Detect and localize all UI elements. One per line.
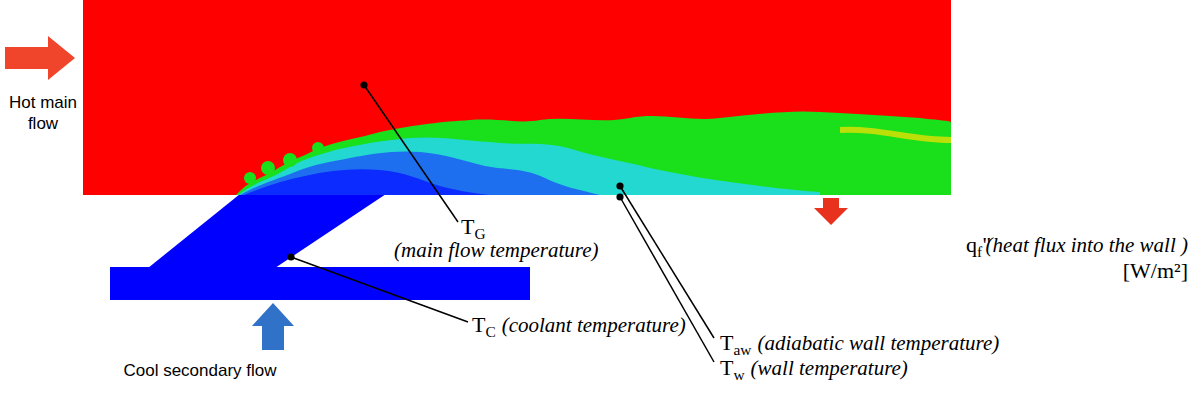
description: (heat flux into the wall )	[986, 233, 1188, 258]
flow-name: Hot main flow	[0, 92, 86, 135]
hot-region	[83, 0, 951, 195]
symbol: Tw	[720, 355, 745, 384]
mixing-layer	[238, 137, 820, 195]
coolant-core	[240, 151, 600, 195]
coolant-plenum	[110, 267, 530, 300]
flow-name: Cool secondary flow	[100, 360, 300, 381]
symbol: TC	[472, 312, 496, 341]
heat-flux-arrow	[814, 198, 848, 225]
description: (adiabatic wall temperature)	[757, 331, 999, 356]
coolant-core	[244, 169, 490, 195]
description: (wall temperature)	[751, 356, 908, 381]
unit: [W/m²]	[1123, 258, 1188, 284]
flow-arrow	[5, 36, 75, 80]
symbol: Taw	[720, 330, 751, 359]
description: (coolant temperature)	[502, 313, 686, 338]
flow-arrow	[252, 303, 294, 350]
warm-streak	[840, 130, 951, 140]
eddies	[244, 142, 324, 184]
mixing-layer	[236, 111, 951, 195]
cooling-hole	[148, 194, 386, 268]
description: (main flow temperature)	[394, 238, 599, 263]
leader-line	[291, 85, 714, 362]
